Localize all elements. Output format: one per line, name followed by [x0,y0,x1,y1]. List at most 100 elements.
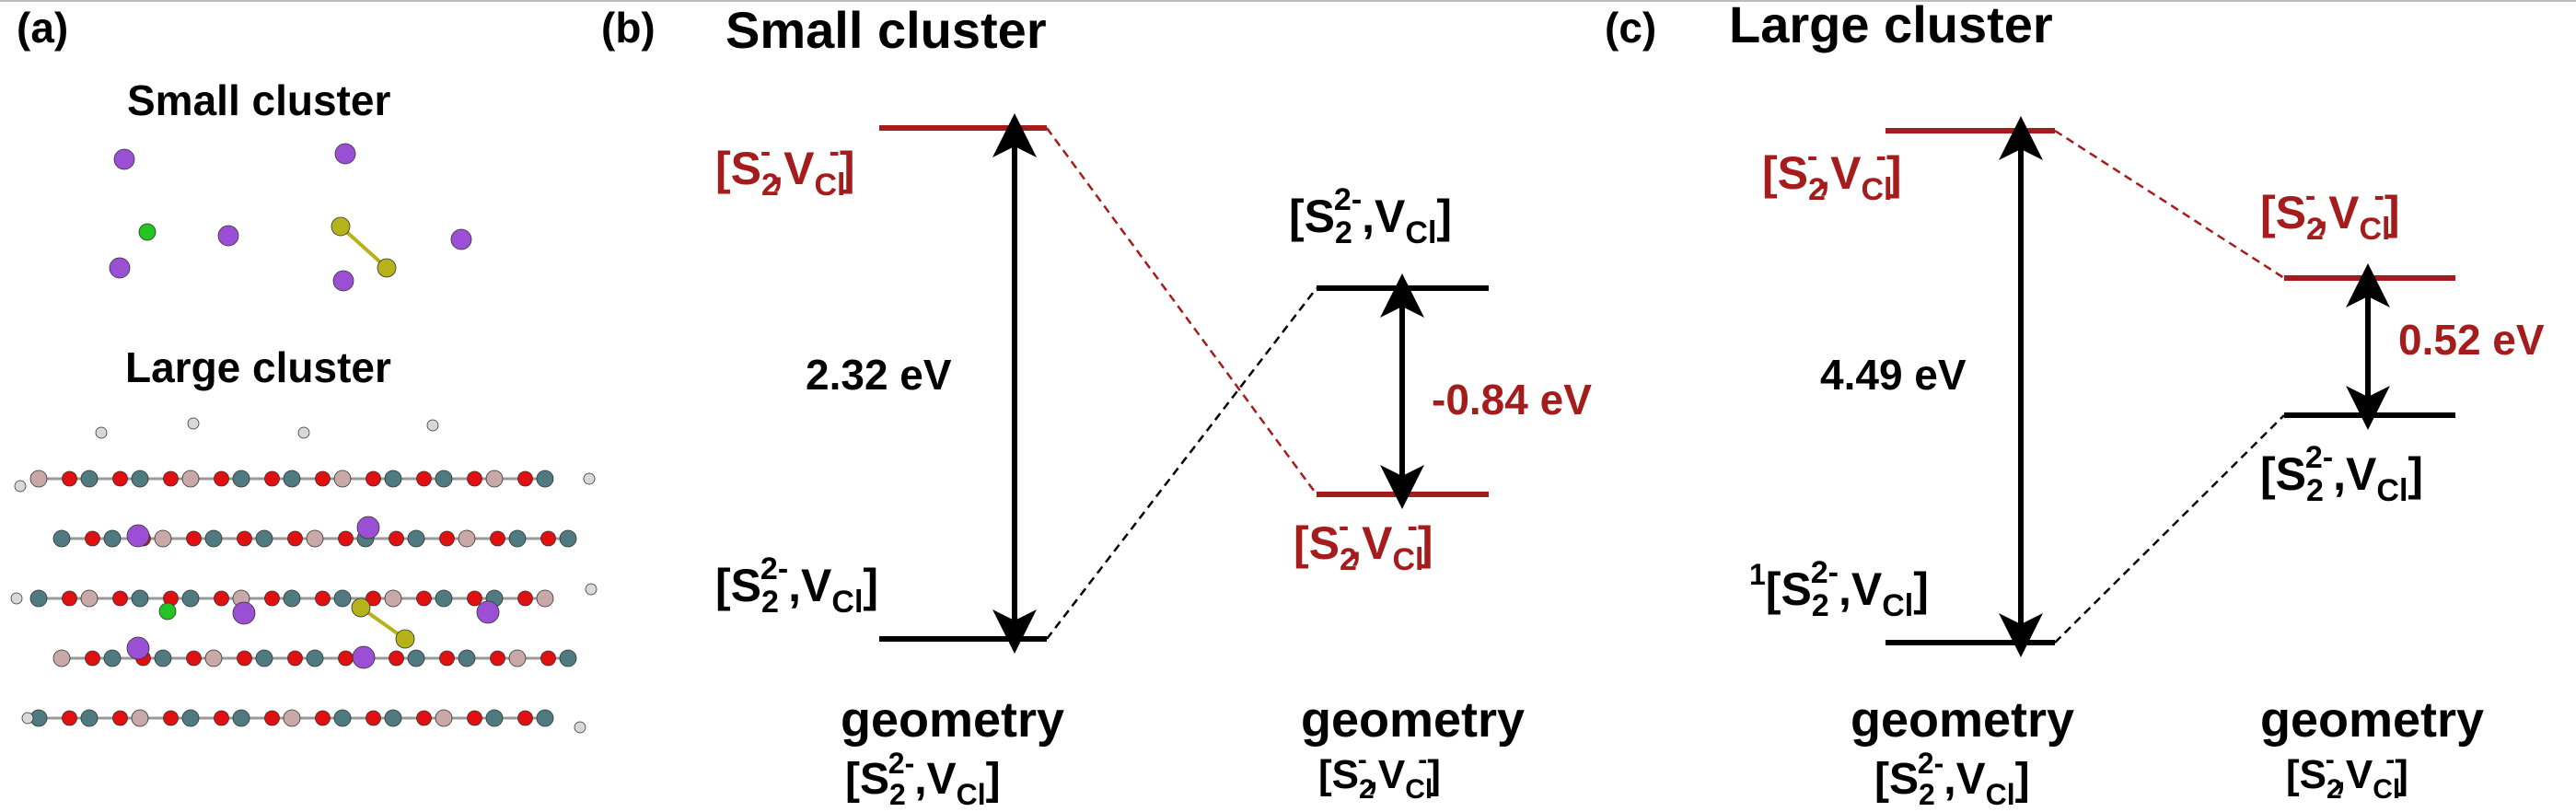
o-atom [416,710,432,726]
connector-b-red [1045,127,1318,495]
al-atom [508,649,527,667]
na-atom [356,516,380,539]
cl-atom [138,223,157,241]
na-atom [334,143,356,165]
si-atom [333,589,352,608]
al-atom [384,589,402,608]
si-atom [559,649,577,667]
o-atom [264,470,280,487]
si-atom [508,529,527,548]
o-atom [490,530,505,547]
s-atom [351,597,371,618]
label-b-right-lower: [S2-,VCl-] [1294,509,1433,577]
na-atom [109,257,131,279]
small-cluster-structure [109,143,472,292]
label-b-left-lower: [S22-,VCl] [715,551,878,620]
geometry-label-c-right: [S2-,VCl-] [2286,745,2408,805]
o-atom [112,710,128,726]
connector-c-black [2054,414,2285,644]
na-atom [113,148,135,170]
si-atom [154,649,172,667]
s-atom [377,258,397,278]
si-atom [181,589,200,608]
na-atom [217,225,239,247]
si-atom [255,649,273,667]
panel-c-label: (c) [1605,4,1656,52]
o-atom [214,710,229,726]
al-atom [29,470,48,488]
o-atom [112,470,128,487]
o-atom [517,590,533,607]
o-atom [315,590,331,607]
si-atom [204,529,223,548]
al-atom [283,709,301,727]
na-atom [126,524,150,548]
si-atom [255,529,273,548]
s-atom [331,216,351,237]
panel-b-title: Small cluster [725,1,1047,59]
al-atom [80,589,99,608]
o-atom [62,590,77,607]
o-atom [163,470,179,487]
panel-c-title: Large cluster [1729,0,2053,53]
label-c-right-upper: [S2-,VCl-] [2260,179,2399,247]
panel-a: (a) Small cluster Large cluster [10,4,598,734]
h-atom [297,426,310,439]
al-atom [306,529,324,548]
connector-b-black [1046,287,1317,640]
o-atom [416,470,432,487]
h-atom [574,721,586,734]
si-atom [80,709,99,727]
si-atom [485,709,504,727]
geometry-label-c-left: [S22-,VCl] [1874,747,2030,811]
o-atom [416,590,432,607]
gap-label-c-right: 0.52 eV [2398,316,2545,364]
si-atom [384,470,402,488]
large-cluster-structure [10,417,598,734]
label-c-left-lower: 1[S22-,VCl] [1749,555,1929,623]
si-atom [333,709,352,727]
o-atom [338,650,354,667]
o-atom [85,530,100,547]
al-atom [435,709,453,727]
label-c-left-upper: [S2-,VCl-] [1762,139,1901,207]
geometry-label-b-left: [S22-,VCl] [845,747,1001,811]
o-atom [62,710,77,726]
s-atom [395,629,415,649]
o-atom [237,530,252,547]
na-atom [232,601,256,625]
h-atom [426,419,439,432]
na-atom [352,645,376,669]
o-atom [85,650,100,667]
si-atom [29,589,48,608]
o-atom [237,650,252,667]
geometry-word-c-left: geometry [1851,692,2074,748]
na-atom [476,600,500,624]
label-c-right-lower: [S22-,VCl] [2260,440,2423,508]
al-atom [458,529,476,548]
o-atom [264,590,280,607]
o-atom [186,530,202,547]
o-atom [517,710,533,726]
si-atom [232,470,250,488]
si-atom [80,470,99,488]
o-atom [467,710,482,726]
gap-label-c-left: 4.49 eV [1820,351,1967,399]
o-atom [315,470,331,487]
o-atom [467,470,482,487]
o-atom [467,590,482,607]
si-atom [407,649,425,667]
o-atom [389,530,404,547]
s-s-bond [339,225,389,270]
o-atom [214,470,229,487]
h-atom [187,417,200,430]
h-atom [21,712,34,725]
si-atom [283,589,301,608]
o-atom [540,530,556,547]
o-atom [315,710,331,726]
si-atom [131,589,149,608]
o-atom [287,530,303,547]
h-atom [95,426,108,439]
al-atom [333,470,352,488]
small-cluster-title: Small cluster [127,76,390,124]
